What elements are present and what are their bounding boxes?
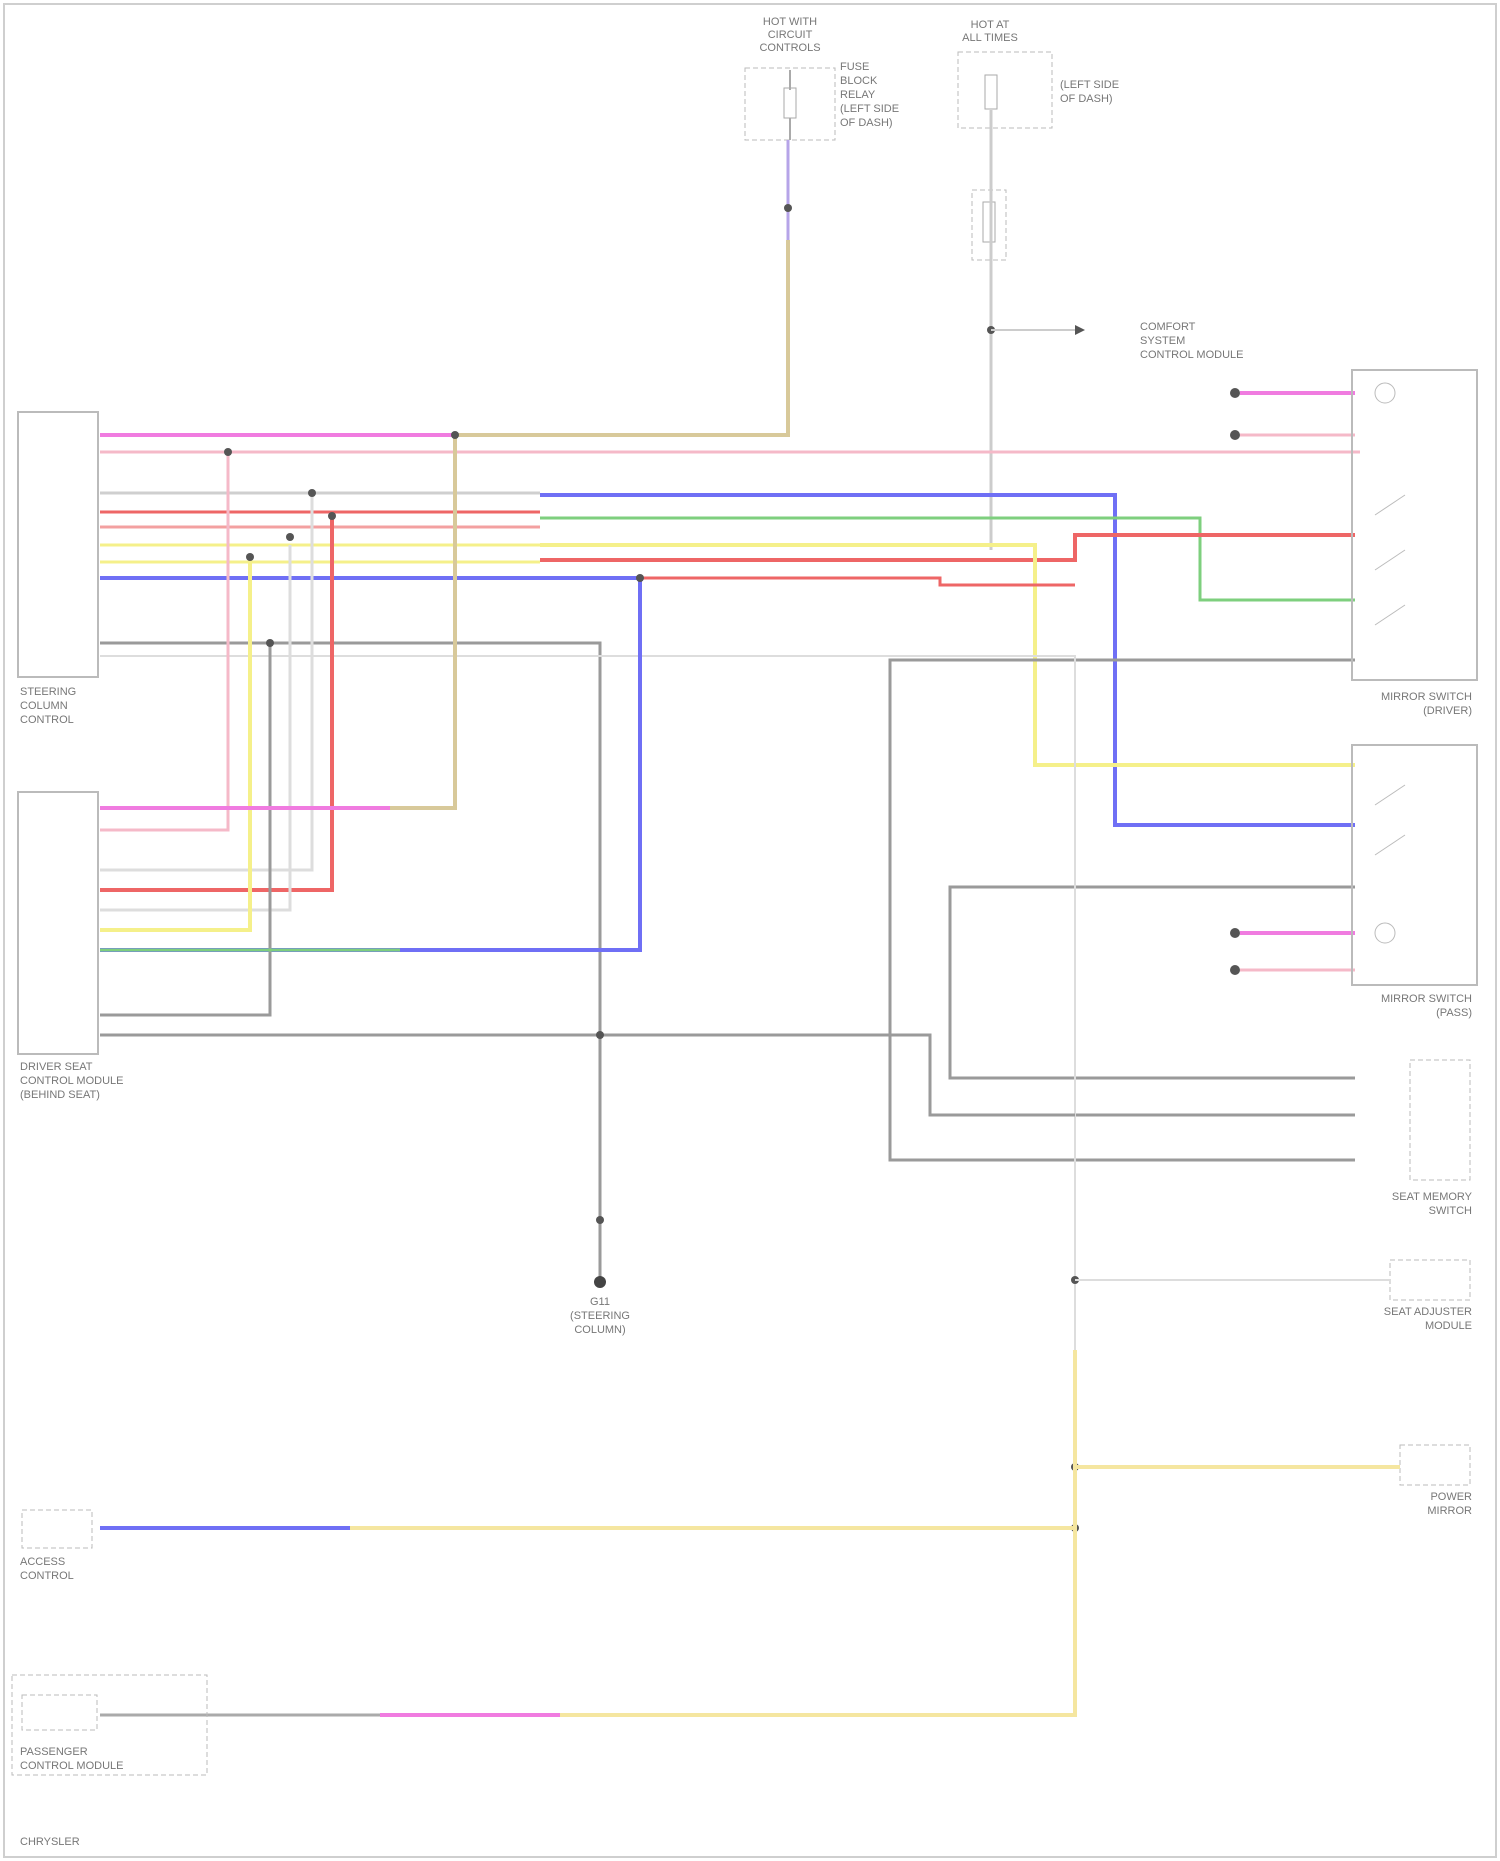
passenger-module-line2: CONTROL MODULE bbox=[20, 1760, 124, 1772]
fuse-top-left-line2: CIRCUIT bbox=[768, 29, 813, 41]
fuse-note-right-line2: OF DASH) bbox=[1060, 93, 1113, 105]
mirror-switch-driver-line2: (DRIVER) bbox=[1423, 705, 1472, 717]
mirror-switch-pass-line1: MIRROR SWITCH bbox=[1381, 993, 1472, 1005]
fuse-note-right-line1: (LEFT SIDE bbox=[1060, 79, 1119, 91]
access-module-line1: ACCESS bbox=[20, 1556, 65, 1568]
access-module-line2: CONTROL bbox=[20, 1570, 74, 1582]
power-mirror-line2: MIRROR bbox=[1427, 1505, 1472, 1517]
comfort-module-line2: SYSTEM bbox=[1140, 335, 1185, 347]
fuse-note-line2: BLOCK bbox=[840, 75, 878, 87]
fuse-top-left-line3: CONTROLS bbox=[759, 42, 820, 54]
adj-module-line2: MODULE bbox=[1425, 1320, 1472, 1332]
driver-module-line2: CONTROL MODULE bbox=[20, 1075, 124, 1087]
footer-text: CHRYSLER bbox=[20, 1836, 80, 1848]
fuse-top-left-line1: HOT WITH bbox=[763, 16, 817, 28]
ground-line1: G11 bbox=[590, 1296, 610, 1308]
hot-all-times-line2: ALL TIMES bbox=[962, 32, 1018, 44]
ground-line2: (STEERING bbox=[570, 1310, 630, 1322]
passenger-module-line1: PASSENGER bbox=[20, 1746, 88, 1758]
fuse-note-line3: RELAY bbox=[840, 89, 876, 101]
adj-module-line1: SEAT ADJUSTER bbox=[1384, 1306, 1472, 1318]
steering-module-line1: STEERING bbox=[20, 686, 76, 698]
mirror-switch-driver-line1: MIRROR SWITCH bbox=[1381, 691, 1472, 703]
comfort-module-line3: CONTROL MODULE bbox=[1140, 349, 1244, 361]
hot-all-times-line1: HOT AT bbox=[971, 19, 1010, 31]
power-mirror-line1: POWER bbox=[1430, 1491, 1472, 1503]
steering-module-line2: COLUMN bbox=[20, 700, 68, 712]
seat-module-line1: SEAT MEMORY bbox=[1392, 1191, 1473, 1203]
fuse-note-line4: (LEFT SIDE bbox=[840, 103, 899, 115]
mirror-switch-pass-line2: (PASS) bbox=[1436, 1007, 1472, 1019]
ground-line3: COLUMN) bbox=[574, 1324, 625, 1336]
fuse-note-line5: OF DASH) bbox=[840, 117, 893, 129]
driver-module-line3: (BEHIND SEAT) bbox=[20, 1089, 100, 1101]
seat-module-line2: SWITCH bbox=[1429, 1205, 1472, 1217]
steering-module-line3: CONTROL bbox=[20, 714, 74, 726]
fuse-note-line1: FUSE bbox=[840, 61, 869, 73]
comfort-module-line1: COMFORT bbox=[1140, 321, 1196, 333]
driver-module-line1: DRIVER SEAT bbox=[20, 1061, 93, 1073]
